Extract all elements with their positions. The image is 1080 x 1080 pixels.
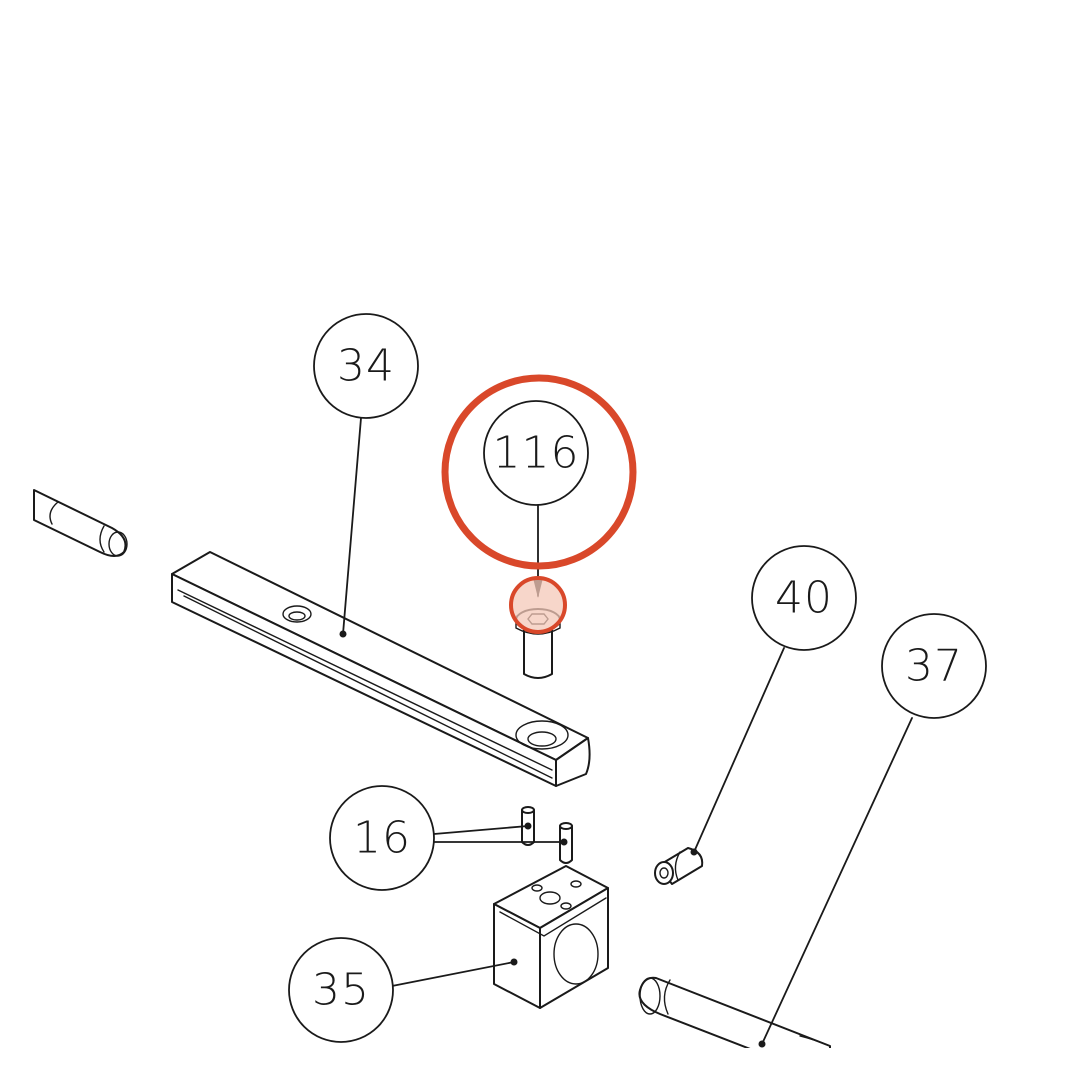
callout-40-label: 40 <box>775 573 833 624</box>
callout-35-circle <box>288 937 394 1043</box>
left-pin <box>33 489 128 557</box>
callout-16-label: 16 <box>353 813 411 864</box>
callout-40-circle <box>751 545 857 651</box>
callout-34-circle <box>313 313 419 419</box>
part-34-bar <box>171 551 591 787</box>
callout-116: 116 <box>483 400 589 506</box>
callout-35-label: 35 <box>312 965 370 1016</box>
callout-37: 37 <box>881 613 987 719</box>
callout-16: 16 <box>329 785 435 891</box>
callout-35: 35 <box>288 937 394 1043</box>
part-40-nut <box>654 847 704 885</box>
callout-116-circle <box>483 400 589 506</box>
callout-37-label: 37 <box>905 641 963 692</box>
callout-34-label: 34 <box>337 341 395 392</box>
callout-116-label: 116 <box>493 428 580 479</box>
highlight-116 <box>441 374 637 634</box>
callout-37-circle <box>881 613 987 719</box>
part-16-pins <box>521 806 573 864</box>
crop-mask <box>600 1048 1080 1080</box>
highlight-ring <box>441 374 637 570</box>
highlight-screw-head <box>509 576 567 634</box>
part-35-block <box>493 865 609 1009</box>
leader-dots <box>339 630 766 1048</box>
callout-40: 40 <box>751 545 857 651</box>
callout-16-circle <box>329 785 435 891</box>
callout-34: 34 <box>313 313 419 419</box>
